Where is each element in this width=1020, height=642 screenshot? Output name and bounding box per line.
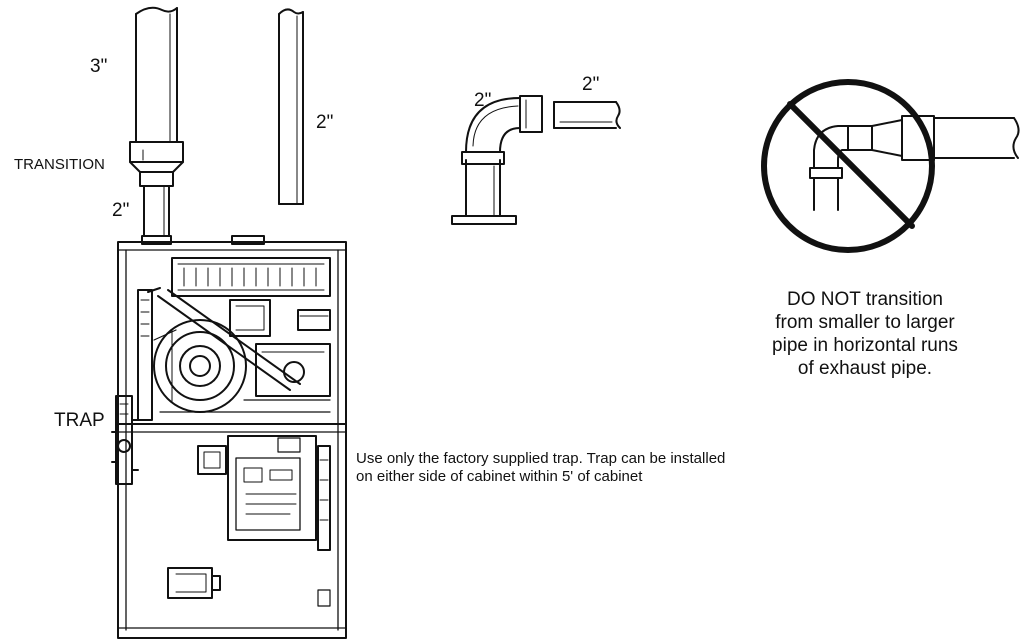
label-transition: TRANSITION xyxy=(14,156,105,173)
warning-line-1: DO NOT transition xyxy=(787,289,943,310)
warning-line-3: pipe in horizontal runs xyxy=(772,335,958,356)
label-2in-elbow: 2" xyxy=(474,90,492,111)
vertical-3in-pipe xyxy=(135,6,178,143)
prohibition-icon xyxy=(761,79,1020,253)
warning-line-2: from smaller to larger xyxy=(775,312,955,333)
transition-fitting xyxy=(129,141,184,187)
trap-note-line-1: Use only the factory supplied trap. Trap… xyxy=(356,450,726,467)
pipe-icon xyxy=(553,101,621,129)
warning-text: DO NOT transition from smaller to larger… xyxy=(745,288,985,380)
label-trap: TRAP xyxy=(54,410,105,431)
elbow-icon xyxy=(451,95,543,225)
warning-line-4: of exhaust pipe. xyxy=(797,358,933,379)
trap-note: Use only the factory supplied trap. Trap… xyxy=(356,450,725,486)
label-2in-lower: 2" xyxy=(112,200,130,221)
label-3in: 3" xyxy=(90,56,108,77)
vertical-2in-pipe xyxy=(278,8,304,205)
label-2in-straight: 2" xyxy=(582,74,600,95)
trap-note-line-2: on either side of cabinet within 5' of c… xyxy=(356,468,643,485)
furnace-icon xyxy=(117,235,347,639)
label-2in-right-pipe: 2" xyxy=(316,112,334,133)
vertical-2in-pipe-lower xyxy=(141,185,172,245)
trap-icon xyxy=(111,395,139,485)
